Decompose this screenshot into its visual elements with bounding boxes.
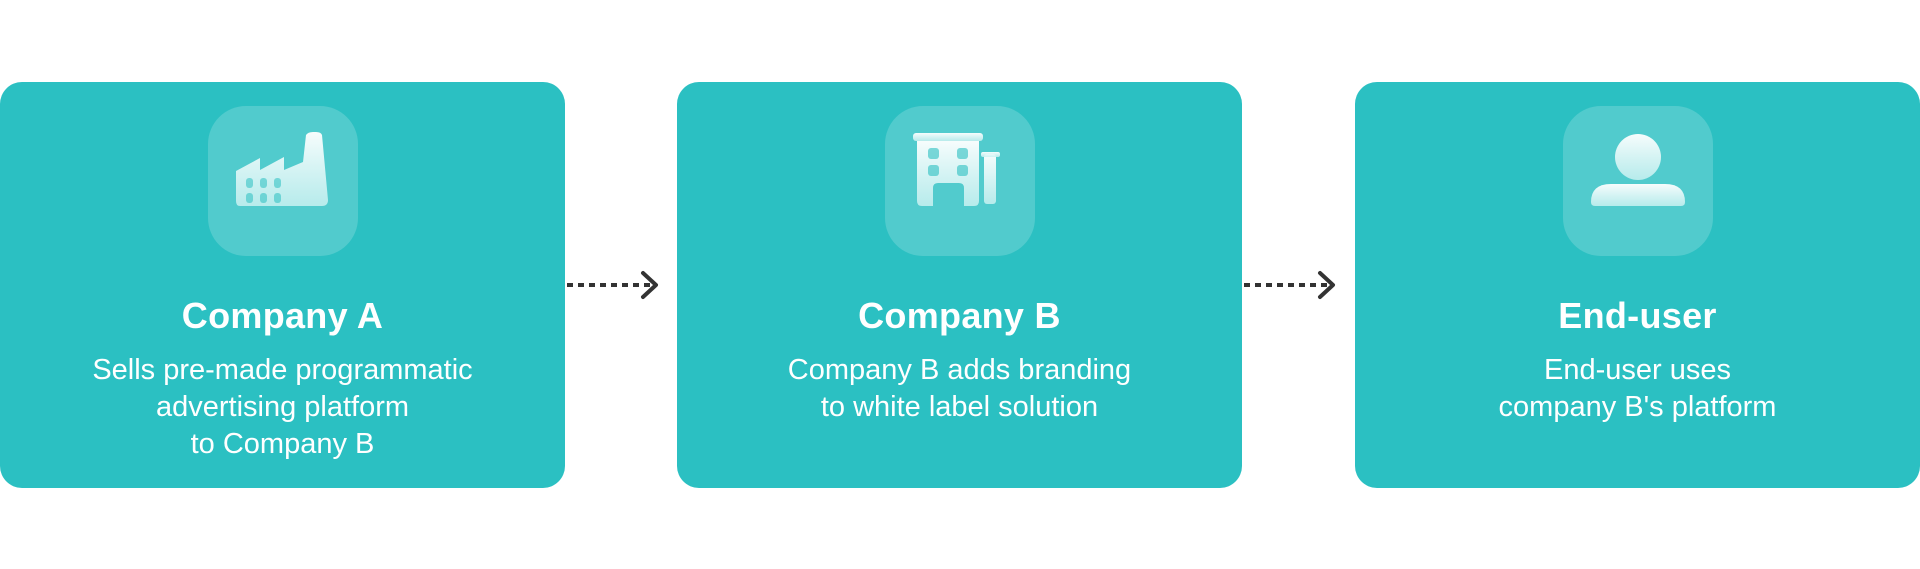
- step-description-line: to white label solution: [820, 391, 1099, 423]
- step-card-company-b: Company B Company B adds branding to whi…: [677, 82, 1242, 488]
- factory-icon: [207, 106, 358, 256]
- step-description-line: advertising platform: [155, 391, 410, 423]
- step-card-company-a: Company A Sells pre-made programmatic ad…: [0, 82, 565, 488]
- step-description: End-user uses company B's platform: [1375, 352, 1900, 426]
- step-description-line: Sells pre-made programmatic: [92, 354, 473, 386]
- flow-arrow: [567, 271, 658, 299]
- step-description: Sells pre-made programmatic advertising …: [20, 352, 545, 463]
- flow-arrow: [1244, 271, 1335, 299]
- step-card-end-user: End-user End-user uses company B's platf…: [1355, 82, 1920, 488]
- step-description-line: to Company B: [190, 428, 375, 460]
- step-description: Company B adds branding to white label s…: [697, 352, 1222, 426]
- step-description-line: Company B adds branding: [787, 354, 1132, 386]
- step-title: Company A: [181, 295, 384, 336]
- step-title: End-user: [1558, 295, 1717, 336]
- step-title: Company B: [858, 295, 1061, 336]
- office-building-icon: [884, 106, 1035, 256]
- step-description-line: company B's platform: [1498, 391, 1777, 423]
- step-description-line: End-user uses: [1544, 354, 1731, 386]
- user-icon: [1562, 106, 1713, 256]
